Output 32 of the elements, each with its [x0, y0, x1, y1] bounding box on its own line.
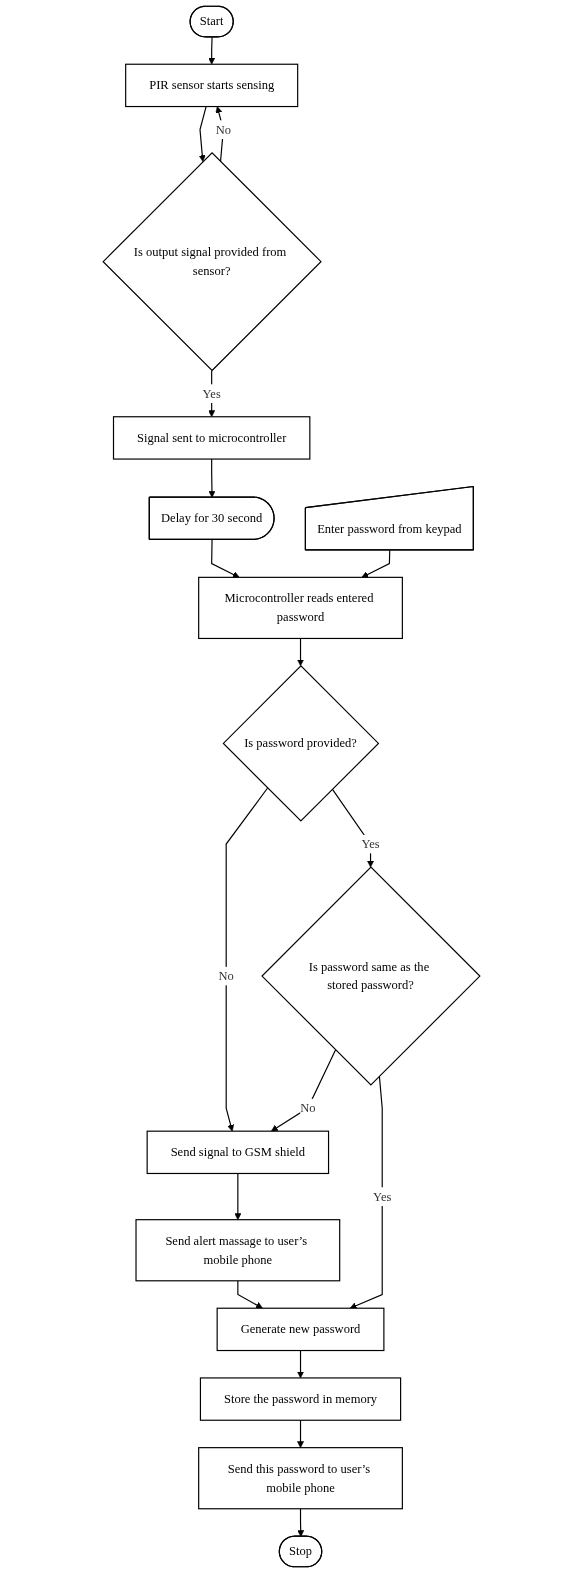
arrow — [211, 539, 240, 578]
arrow — [349, 1075, 383, 1309]
node-box: Send signal to GSM shield — [146, 1130, 330, 1175]
node-box: Signal sent to microcontroller — [112, 416, 311, 460]
node-box: Generate new password — [216, 1307, 385, 1352]
arrow — [297, 1419, 304, 1448]
edge-label: No — [300, 1101, 316, 1115]
node-diamond: Is password provided? — [222, 665, 380, 822]
edge-label: Yes — [373, 1189, 392, 1203]
node-box: Microcontroller reads entered password — [198, 576, 403, 640]
node-box: Send alert massage to user’s mobile phone — [135, 1219, 341, 1282]
node-box: PIR sensor starts sensing — [125, 63, 299, 108]
arrow — [297, 637, 304, 667]
arrow — [297, 1349, 304, 1379]
arrow — [361, 549, 391, 578]
arrow — [208, 36, 216, 65]
edge-label: No — [218, 969, 234, 983]
arrow — [225, 787, 269, 1132]
edge-label: Yes — [202, 386, 221, 400]
arrow — [198, 105, 207, 162]
edge-label: No — [215, 122, 231, 136]
node-diamond: Is output signal provided from sensor? — [102, 151, 322, 372]
arrow — [297, 1508, 305, 1537]
node-box: Send this password to user’s mobile phone — [198, 1447, 403, 1510]
arrow — [271, 1049, 337, 1132]
arrow — [234, 1172, 242, 1220]
arrow — [331, 788, 374, 868]
node-diamond: Is password same as the stored password? — [261, 866, 481, 1086]
node-box: Store the password in memory — [199, 1377, 402, 1421]
edge-label: Yes — [361, 837, 380, 851]
arrow — [208, 458, 216, 498]
arrow — [237, 1280, 263, 1309]
